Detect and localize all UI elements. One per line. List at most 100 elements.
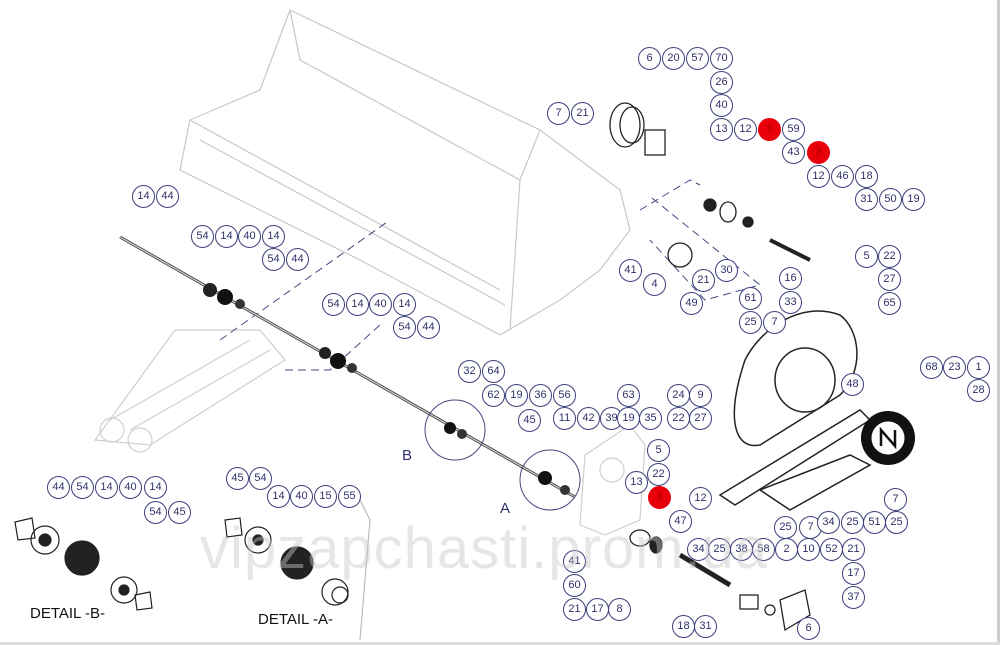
callout: 18 (855, 165, 878, 188)
callout: 26 (710, 71, 733, 94)
detail-a-label: DETAIL -A- (258, 611, 334, 628)
callout: 14 (393, 293, 416, 316)
detail-b-label: DETAIL -B- (30, 605, 106, 622)
callout: 11 (553, 407, 576, 430)
callout: 7 (763, 311, 786, 334)
callout: 54 (393, 316, 416, 339)
callout: 31 (694, 615, 717, 638)
callout: 25 (774, 516, 797, 539)
callout: 23 (943, 356, 966, 379)
callout: 62 (482, 384, 505, 407)
callout: 20 (662, 47, 685, 70)
callout: 22 (647, 463, 670, 486)
callout: 37 (842, 586, 865, 609)
callout: 14 (346, 293, 369, 316)
callout: 14 (95, 476, 118, 499)
detail-a-parts (224, 499, 371, 641)
callout: 41 (563, 550, 586, 573)
callout: 7 (884, 488, 907, 511)
callout: 51 (863, 511, 886, 534)
callout: 25 (841, 511, 864, 534)
callout: 17 (842, 562, 865, 585)
view-b-letter: B (402, 447, 413, 464)
callout: 21 (692, 269, 715, 292)
callout: 25 (708, 538, 731, 561)
detail-b-parts (14, 517, 153, 611)
callout: 12 (689, 487, 712, 510)
callout: 46 (831, 165, 854, 188)
callout: 56 (553, 384, 576, 407)
callout: 45 (226, 467, 249, 490)
callout: 54 (249, 467, 272, 490)
callout: 40 (290, 485, 313, 508)
callout: 30 (715, 259, 738, 282)
callout: 54 (71, 476, 94, 499)
callout: 47 (669, 510, 692, 533)
callout: 65 (878, 292, 901, 315)
callout: 19 (902, 188, 925, 211)
callout: 19 (617, 407, 640, 430)
callout: 14 (144, 476, 167, 499)
callout: 21 (563, 598, 586, 621)
callout: 32 (458, 360, 481, 383)
chain-cover (718, 310, 872, 511)
callout: 19 (505, 384, 528, 407)
callout: 35 (639, 407, 662, 430)
watermark: vipzapchasti.prom.ua (200, 516, 769, 581)
callout: 61 (739, 287, 762, 310)
callout: 33 (779, 291, 802, 314)
callout: 13 (625, 471, 648, 494)
callout: 12 (734, 118, 757, 141)
callout: 21 (571, 102, 594, 125)
callout: 14 (262, 225, 285, 248)
drive-shaft (119, 235, 581, 511)
header-housing (179, 9, 631, 336)
callout: 63 (617, 384, 640, 407)
callout: 28 (967, 379, 990, 402)
callout: 18 (672, 615, 695, 638)
callout: 36 (529, 384, 552, 407)
callout: 7 (547, 102, 570, 125)
callout: 21 (842, 538, 865, 561)
callout: 14 (215, 225, 238, 248)
callout: 50 (879, 188, 902, 211)
callout: 22 (667, 407, 690, 430)
callout: 49 (680, 292, 703, 315)
callout: 44 (156, 185, 179, 208)
callout: 45 (518, 409, 541, 432)
callout: 15 (314, 485, 337, 508)
callout: 9 (689, 384, 712, 407)
callout: 43 (782, 141, 805, 164)
callout: 68 (920, 356, 943, 379)
callout-highlighted: 3 (758, 118, 781, 141)
output-shaft (629, 529, 811, 632)
callout: 45 (168, 501, 191, 524)
callout: 12 (807, 165, 830, 188)
callout-highlighted: 3 (648, 486, 671, 509)
callout: 27 (878, 268, 901, 291)
callout: 57 (686, 47, 709, 70)
callout: 25 (739, 311, 762, 334)
callout: 54 (322, 293, 345, 316)
callout: 14 (132, 185, 155, 208)
callout: 70 (710, 47, 733, 70)
callout: 55 (338, 485, 361, 508)
page-edge (997, 0, 1000, 645)
callout: 54 (262, 248, 285, 271)
callout: 6 (638, 47, 661, 70)
clutch-assembly (609, 102, 811, 268)
callout: 40 (238, 225, 261, 248)
view-a-letter: A (500, 500, 511, 517)
callout: 2 (775, 538, 798, 561)
callout: 59 (782, 118, 805, 141)
callout: 60 (563, 574, 586, 597)
callout: 44 (417, 316, 440, 339)
callout-highlighted: 3 (807, 141, 830, 164)
callout: 17 (586, 598, 609, 621)
callout: 8 (608, 598, 631, 621)
callout: 54 (144, 501, 167, 524)
callout: 48 (841, 373, 864, 396)
callout: 40 (710, 94, 733, 117)
callout: 64 (482, 360, 505, 383)
